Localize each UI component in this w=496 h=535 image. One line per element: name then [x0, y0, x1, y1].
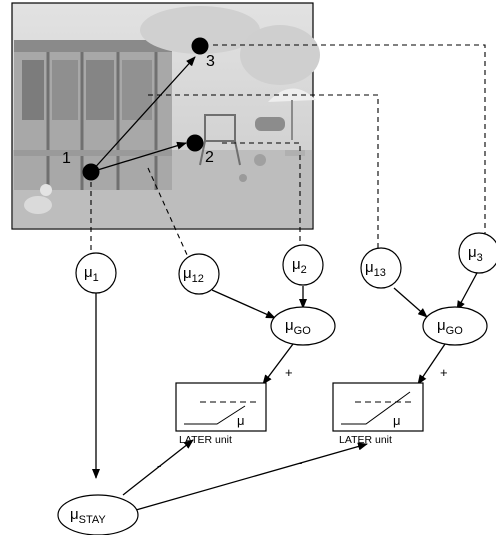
arrow-mu3-to-go-b — [456, 272, 478, 311]
sign-minus-stay-a: - — [157, 458, 161, 473]
node-mu-go-b: μGO — [422, 306, 488, 346]
node-mu2: μ2 — [282, 244, 324, 286]
target-dot-3 — [191, 37, 209, 55]
svg-text:μ13: μ13 — [365, 259, 386, 279]
sign-plus-go-b: + — [440, 365, 448, 380]
node-mu12: μ12 — [178, 253, 220, 295]
later-unit-b-mu: μ — [393, 413, 401, 428]
svg-text:μ12: μ12 — [183, 265, 204, 285]
target-label-3: 3 — [206, 53, 215, 70]
connection-arrows — [92, 272, 478, 511]
later-unit-a-caption: LATER unit — [179, 434, 232, 446]
vector-1-to-2 — [90, 141, 187, 173]
target-dots: 1 2 3 — [62, 37, 215, 181]
svg-text:μSTAY: μSTAY — [70, 506, 106, 526]
arrow-go-b-to-later-b — [417, 343, 446, 385]
node-mu-go-a: μGO — [270, 306, 336, 346]
node-mu13: μ13 — [360, 247, 402, 289]
arrow-stay-to-later-b — [135, 442, 368, 511]
svg-text:μ1: μ1 — [84, 264, 99, 284]
later-unit-b: μ LATER unit — [332, 382, 424, 446]
later-unit-a: μ LATER unit — [175, 382, 267, 446]
svg-text:μ2: μ2 — [292, 256, 307, 276]
saccade-vectors — [90, 56, 196, 173]
arrow-mu12-to-go-a — [211, 289, 276, 319]
sign-plus-go-a: + — [285, 365, 293, 380]
scene-photo — [11, 2, 320, 230]
node-mu3: μ3 — [458, 232, 496, 274]
arrow-mu13-to-go-b — [393, 287, 428, 318]
later-unit-b-caption: LATER unit — [339, 434, 392, 446]
target-label-1: 1 — [62, 150, 71, 167]
arrow-go-a-to-later-a — [262, 343, 294, 385]
svg-text:μGO: μGO — [285, 317, 311, 337]
arrow-stay-to-later-a — [122, 439, 194, 496]
later-unit-a-mu: μ — [237, 413, 245, 428]
svg-text:μ3: μ3 — [468, 244, 483, 264]
target-dot-1 — [82, 163, 100, 181]
target-dot-2 — [186, 134, 204, 152]
svg-text:μGO: μGO — [437, 317, 463, 337]
vector-1-to-3 — [90, 56, 196, 173]
receptive-field-lines — [90, 44, 486, 258]
sign-minus-stay-b: - — [298, 455, 302, 470]
node-mu1: μ1 — [75, 252, 117, 294]
target-label-2: 2 — [205, 149, 214, 166]
node-mu-stay: μSTAY — [57, 494, 139, 535]
